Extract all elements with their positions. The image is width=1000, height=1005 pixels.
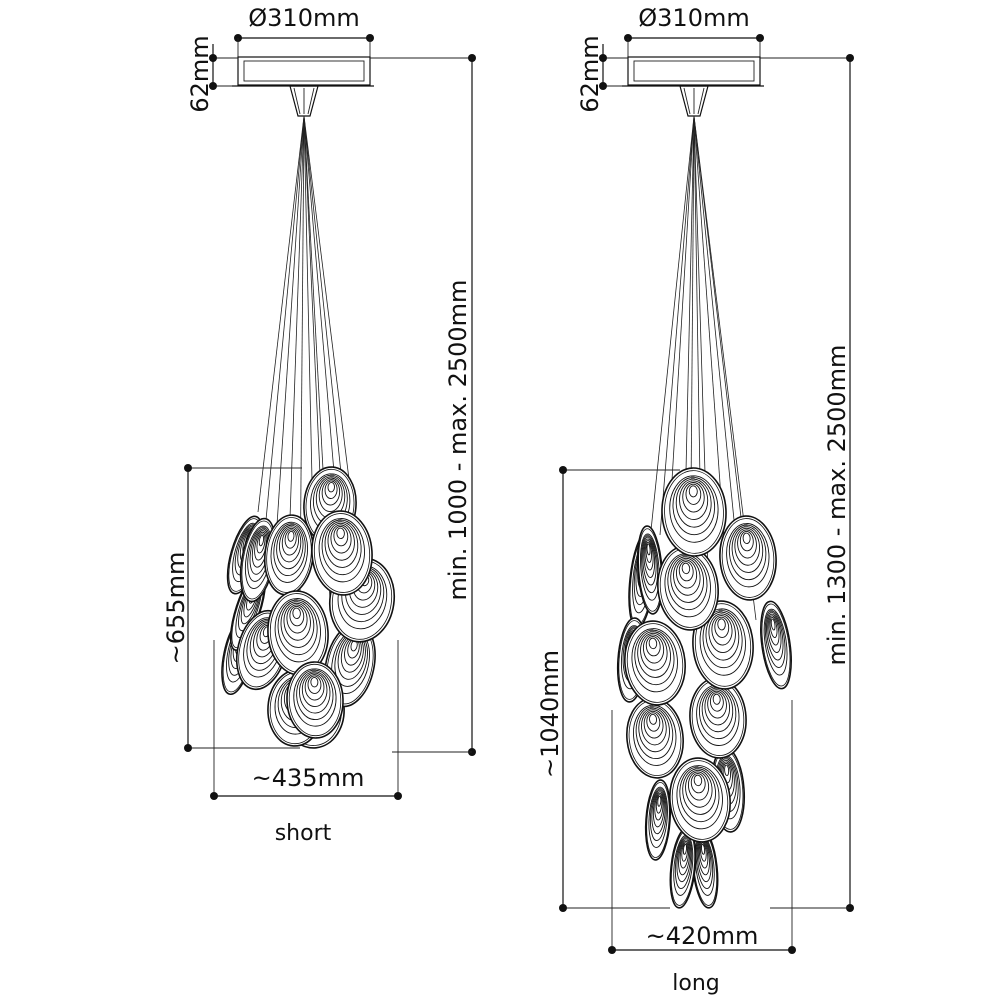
shell-long-11	[624, 620, 686, 706]
shell-short-13	[286, 661, 344, 739]
cord-short-6	[303, 115, 323, 521]
cord-long-2	[671, 115, 695, 481]
cord-long-7	[693, 115, 725, 541]
shell-cluster-short	[221, 466, 396, 749]
cluster-width-dimension-long: ~420mm	[608, 700, 796, 954]
cord-long-0	[649, 115, 695, 541]
shell-short-3	[239, 517, 277, 603]
suspension-length-dimension-long: min. 1300 - max. 2500mm	[760, 54, 854, 912]
canopy-diameter-label-long: Ø310mm	[638, 4, 749, 32]
shell-long-5	[669, 827, 697, 909]
cord-long-9	[693, 115, 747, 561]
cluster-height-label-short: ~655mm	[162, 552, 190, 665]
cord-short-3	[289, 115, 305, 519]
shell-short-12	[267, 590, 329, 676]
shell-short-11	[311, 510, 373, 596]
cord-short-0	[257, 115, 305, 513]
cluster-width-label-long: ~420mm	[646, 922, 759, 950]
canopy-short	[232, 56, 374, 87]
suspension-length-label-long: min. 1300 - max. 2500mm	[823, 345, 851, 666]
cord-short-1	[265, 115, 305, 521]
canopy-height-dimension-long: 62mm	[576, 35, 628, 113]
shell-long-6	[644, 779, 672, 861]
cluster-height-dimension-short: ~655mm	[162, 464, 302, 752]
caption-short: short	[275, 821, 332, 846]
shell-long-9	[626, 697, 684, 779]
cord-short-2	[275, 115, 305, 541]
lamp-short: Ø310mm 62mm	[162, 4, 476, 846]
cord-gather-short	[289, 85, 319, 117]
canopy-diameter-dimension-long: Ø310mm	[624, 4, 764, 58]
canopy-diameter-dimension-short: Ø310mm	[234, 4, 374, 58]
cluster-width-label-short: ~435mm	[252, 764, 365, 792]
shell-cluster-long	[616, 467, 792, 909]
shell-long-8	[669, 757, 731, 843]
cluster-height-label-long: ~1040mm	[536, 650, 564, 778]
cord-long-5	[693, 115, 701, 481]
canopy-diameter-label-short: Ø310mm	[248, 4, 359, 32]
cord-long-1	[659, 115, 695, 536]
suspension-length-dimension-short: min. 1000 - max. 2500mm	[370, 54, 476, 756]
cord-long-8	[693, 115, 735, 521]
cluster-width-dimension-short: ~435mm	[210, 640, 402, 800]
lamp-long: Ø310mm 62mm min. 1	[536, 4, 854, 996]
shell-long-3	[760, 600, 792, 690]
cord-gather-long	[679, 85, 709, 117]
cord-short-5	[303, 115, 313, 481]
suspension-length-label-short: min. 1000 - max. 2500mm	[444, 280, 472, 601]
cluster-height-dimension-long: ~1040mm	[536, 466, 680, 912]
shell-long-12	[692, 600, 754, 690]
caption-long: long	[672, 971, 719, 996]
cord-short-8	[303, 115, 339, 521]
shell-long-14	[719, 515, 777, 601]
canopy-height-label-long: 62mm	[576, 35, 604, 112]
canopy-height-dimension-short: 62mm	[186, 35, 238, 113]
shell-short-10	[263, 514, 315, 596]
canopy-height-label-short: 62mm	[186, 35, 214, 112]
shell-long-15	[661, 467, 727, 557]
canopy-long	[622, 56, 764, 87]
